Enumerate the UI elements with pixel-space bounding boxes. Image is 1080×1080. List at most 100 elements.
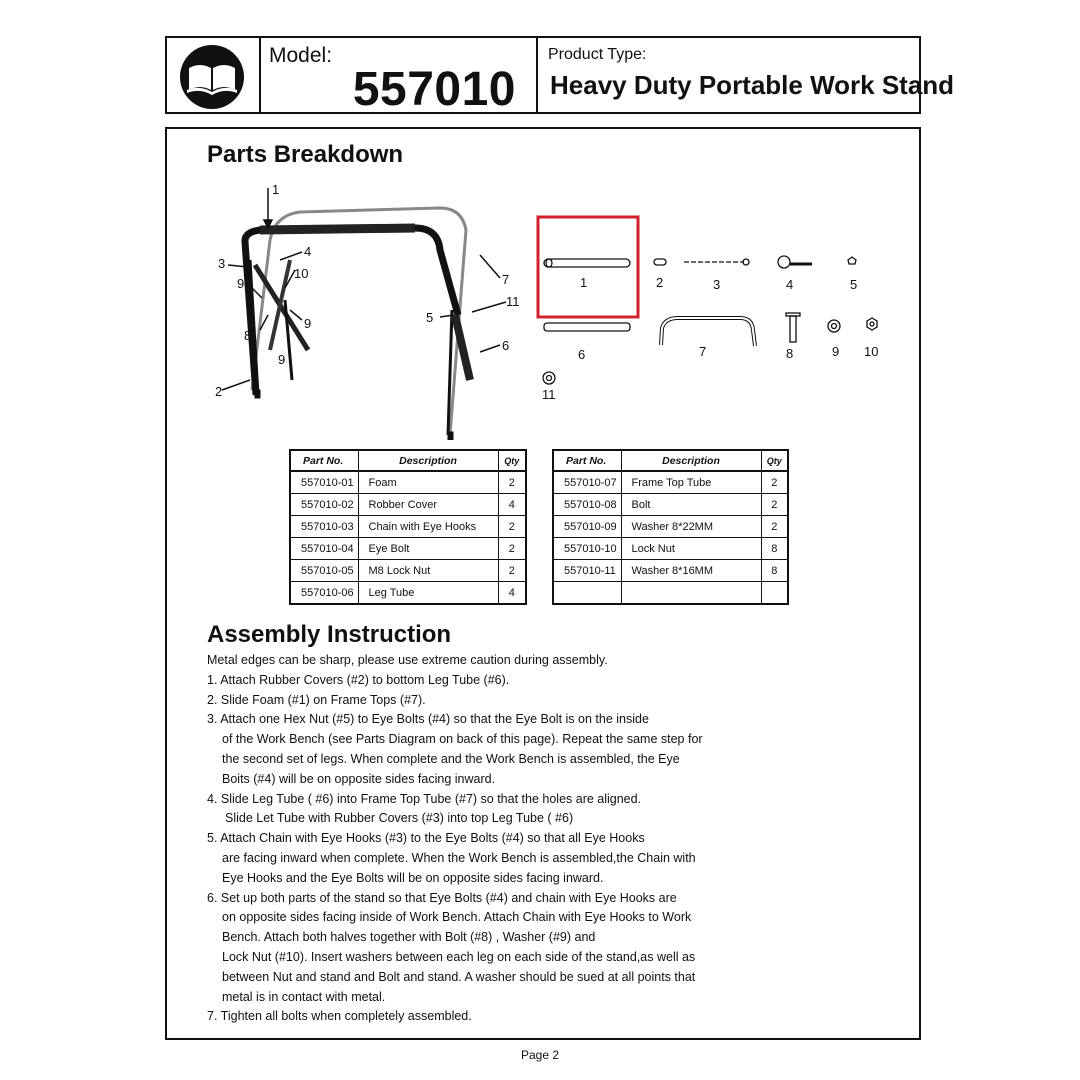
part-no-cell: 557010-03 <box>289 515 359 538</box>
page-number: Page 2 <box>520 1048 560 1062</box>
description-cell: Eye Bolt <box>357 537 499 560</box>
part-callout-4: 4 <box>786 277 793 292</box>
part-no-cell: 557010-05 <box>289 559 359 582</box>
assembled-stand-drawing <box>241 206 474 440</box>
open-book-icon <box>180 45 244 109</box>
step-line: 1. Attach Rubber Covers (#2) to bottom L… <box>207 672 510 687</box>
description-cell: Frame Top Tube <box>620 470 762 494</box>
header-box: Model: 557010 Product Type: Heavy Duty P… <box>165 36 954 116</box>
qty-cell: 4 <box>497 493 527 516</box>
model-cell: Model: 557010 <box>261 38 538 116</box>
step-line: Bench. Attach both halves together with … <box>222 930 596 945</box>
step-line: metal is in contact with metal. <box>222 989 386 1004</box>
step-line: 6. Set up both parts of the stand so tha… <box>207 890 677 905</box>
header-part-no: Part No. <box>289 449 359 472</box>
step-line: between Nut and stand and Bolt and stand… <box>222 969 696 984</box>
step-line: 4. Slide Leg Tube ( #6) into Frame Top T… <box>207 791 642 806</box>
logo-cell <box>167 38 261 112</box>
callout-3: 3 <box>218 256 225 271</box>
qty-cell: 8 <box>760 559 789 582</box>
exploded-callout-labels: 1 2 3 4 5 6 7 8 9 10 11 <box>542 275 878 402</box>
callout-9: 9 <box>237 276 244 291</box>
step-line: Lock Nut (#10). Insert washers between e… <box>222 949 696 964</box>
description-cell: Lock Nut <box>620 537 762 560</box>
content-panel <box>165 127 921 1040</box>
product-type-label: Product Type: <box>548 46 647 63</box>
description-cell: Washer 8*16MM <box>620 559 762 582</box>
part-callout-6: 6 <box>578 347 585 362</box>
part-no-cell: 557010-01 <box>289 470 359 494</box>
part-no-cell: 557010-09 <box>552 515 622 538</box>
description-cell: Foam <box>357 470 499 494</box>
part-callout-10: 10 <box>864 344 878 359</box>
step-line: are facing inward when complete. When th… <box>222 850 696 865</box>
header-description: Description <box>357 449 499 472</box>
part-no-cell: 557010-04 <box>289 537 359 560</box>
table-row <box>552 581 789 605</box>
part-callout-3: 3 <box>713 277 720 292</box>
callout-7: 7 <box>502 272 509 287</box>
step-line: on opposite sides facing inside of Work … <box>222 910 692 925</box>
assembly-callout-labels: 1 2 3 4 5 6 7 8 9 10 11 9 9 <box>215 182 520 399</box>
part-callout-1: 1 <box>580 275 587 290</box>
highlight-box <box>536 215 640 319</box>
product-type-cell: Product Type: Heavy Duty Portable Work S… <box>538 38 954 112</box>
qty-cell: 4 <box>497 581 527 605</box>
description-cell: M8 Lock Nut <box>357 559 499 582</box>
caution-line: Metal edges can be sharp, please use ext… <box>207 653 608 667</box>
step-line: of the Work Bench (see Parts Diagram on … <box>222 732 703 747</box>
qty-cell: 2 <box>497 559 527 582</box>
model-number: 557010 <box>352 63 516 116</box>
step-line: 3. Attach one Hex Nut (#5) to Eye Bolts … <box>207 712 649 727</box>
parts-diagram: 1 2 3 4 5 6 7 8 9 10 11 9 9 <box>215 182 878 440</box>
qty-cell: 8 <box>760 537 789 560</box>
step-line: Slide Let Tube with Rubber Covers (#3) i… <box>225 811 574 826</box>
step-line: 7. Tighten all bolts when completely ass… <box>207 1009 472 1024</box>
qty-cell: 2 <box>497 470 527 494</box>
description-cell <box>620 581 762 605</box>
step-line: 5. Attach Chain with Eye Hooks (#3) to t… <box>207 831 645 846</box>
model-label: Model: <box>269 44 333 67</box>
assembly-title: Assembly Instruction <box>207 621 452 648</box>
description-cell: Bolt <box>620 493 762 516</box>
callout-arrows <box>221 188 507 391</box>
header-qty: Qty <box>497 449 527 472</box>
callout-1: 1 <box>272 182 279 197</box>
qty-cell: 2 <box>497 515 527 538</box>
callout-10: 10 <box>294 266 308 281</box>
part-no-cell: 557010-02 <box>289 493 359 516</box>
part-no-cell: 557010-07 <box>552 470 622 494</box>
part-no-cell: 557010-06 <box>289 581 359 605</box>
callout-11: 11 <box>506 294 520 309</box>
product-type-value: Heavy Duty Portable Work Stand <box>550 70 955 100</box>
callout-6: 6 <box>502 338 509 353</box>
qty-cell: 2 <box>760 470 789 494</box>
callout-9b: 9 <box>304 316 311 331</box>
qty-cell: 2 <box>760 493 789 516</box>
description-cell: Leg Tube <box>357 581 499 605</box>
part-no-cell: 557010-11 <box>552 559 622 582</box>
qty-cell <box>760 581 789 605</box>
step-line: the second set of legs. When complete an… <box>222 751 680 766</box>
part-no-cell <box>552 581 622 605</box>
step-line: Eye Hooks and the Eye Bolts will be on o… <box>222 870 604 885</box>
parts-breakdown-title: Parts Breakdown <box>207 141 404 168</box>
step-line: Boits (#4) will be on opposite sides fac… <box>222 771 496 786</box>
table-header-row: Part No. Description Qty <box>289 449 527 472</box>
part-callout-9: 9 <box>832 344 839 359</box>
description-cell: Washer 8*22MM <box>620 515 762 538</box>
header-part-no: Part No. <box>552 449 622 472</box>
callout-5: 5 <box>426 310 433 325</box>
exploded-parts <box>542 255 878 385</box>
